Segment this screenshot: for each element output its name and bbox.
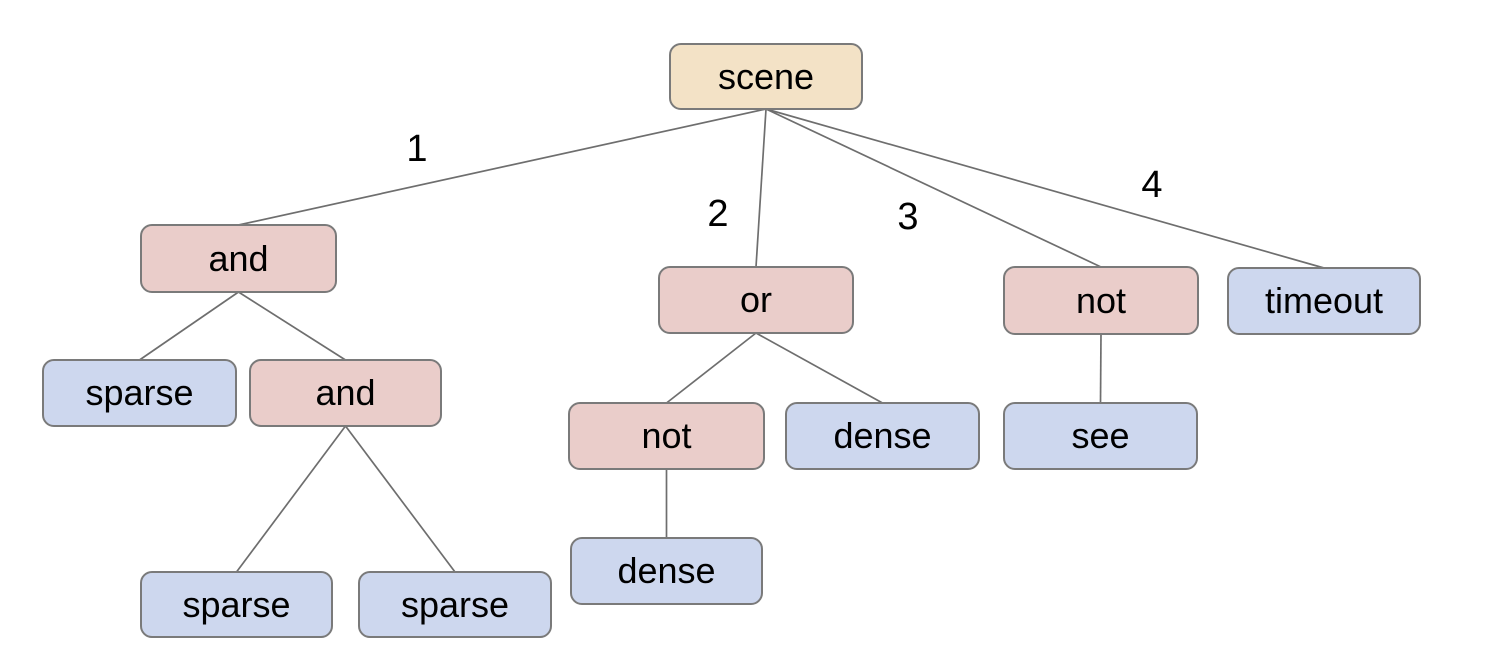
node-and-1: and: [140, 224, 337, 293]
node-and-2: and: [249, 359, 442, 427]
node-label-or-1: or: [739, 279, 772, 320]
edge-line-and-1-and-2: [238, 291, 346, 361]
node-label-sparse-2: sparse: [182, 583, 291, 625]
edge-line-scene-not-1: [765, 108, 1102, 268]
node-label-and-1: and: [208, 237, 269, 279]
node-see-1: see: [1003, 402, 1198, 470]
node-label-dense-2: dense: [617, 550, 716, 591]
node-not-1: not: [1003, 266, 1199, 335]
node-dense-1: dense: [785, 402, 980, 470]
edge-label-4: 4: [1141, 164, 1162, 206]
edge-line-scene-or-1: [755, 108, 767, 268]
edge-line-scene-timeout-1: [765, 108, 1325, 269]
node-sparse-3: sparse: [358, 571, 552, 638]
edge-line-scene-and-1: [238, 108, 767, 226]
edge-line-and-2-sparse-3: [344, 425, 456, 573]
node-label-see-1: see: [1071, 415, 1130, 456]
node-label-scene: scene: [717, 55, 815, 97]
node-or-1: or: [658, 266, 854, 334]
edge-line-not-1-see-1: [1099, 333, 1102, 404]
node-label-sparse-3: sparse: [400, 583, 510, 625]
node-label-dense-1: dense: [833, 415, 932, 456]
node-sparse-2: sparse: [140, 571, 333, 638]
edge-label-3: 3: [897, 196, 918, 238]
node-timeout-1: timeout: [1227, 267, 1421, 335]
edge-line-and-1-sparse-1: [139, 291, 239, 361]
node-scene: scene: [669, 43, 863, 110]
node-sparse-1: sparse: [42, 359, 237, 427]
edge-label-1: 1: [406, 128, 427, 170]
node-label-and-2: and: [315, 372, 376, 413]
node-label-sparse-1: sparse: [85, 372, 194, 413]
node-label-not-1: not: [1075, 279, 1127, 321]
edge-label-2: 2: [707, 193, 728, 235]
node-label-not-2: not: [641, 415, 692, 456]
edge-line-or-1-dense-1: [755, 332, 883, 404]
edge-line-and-2-sparse-2: [235, 425, 347, 573]
node-label-timeout-1: timeout: [1264, 280, 1384, 321]
node-not-2: not: [568, 402, 765, 470]
edge-line-or-1-not-2: [665, 332, 757, 404]
node-dense-2: dense: [570, 537, 763, 605]
